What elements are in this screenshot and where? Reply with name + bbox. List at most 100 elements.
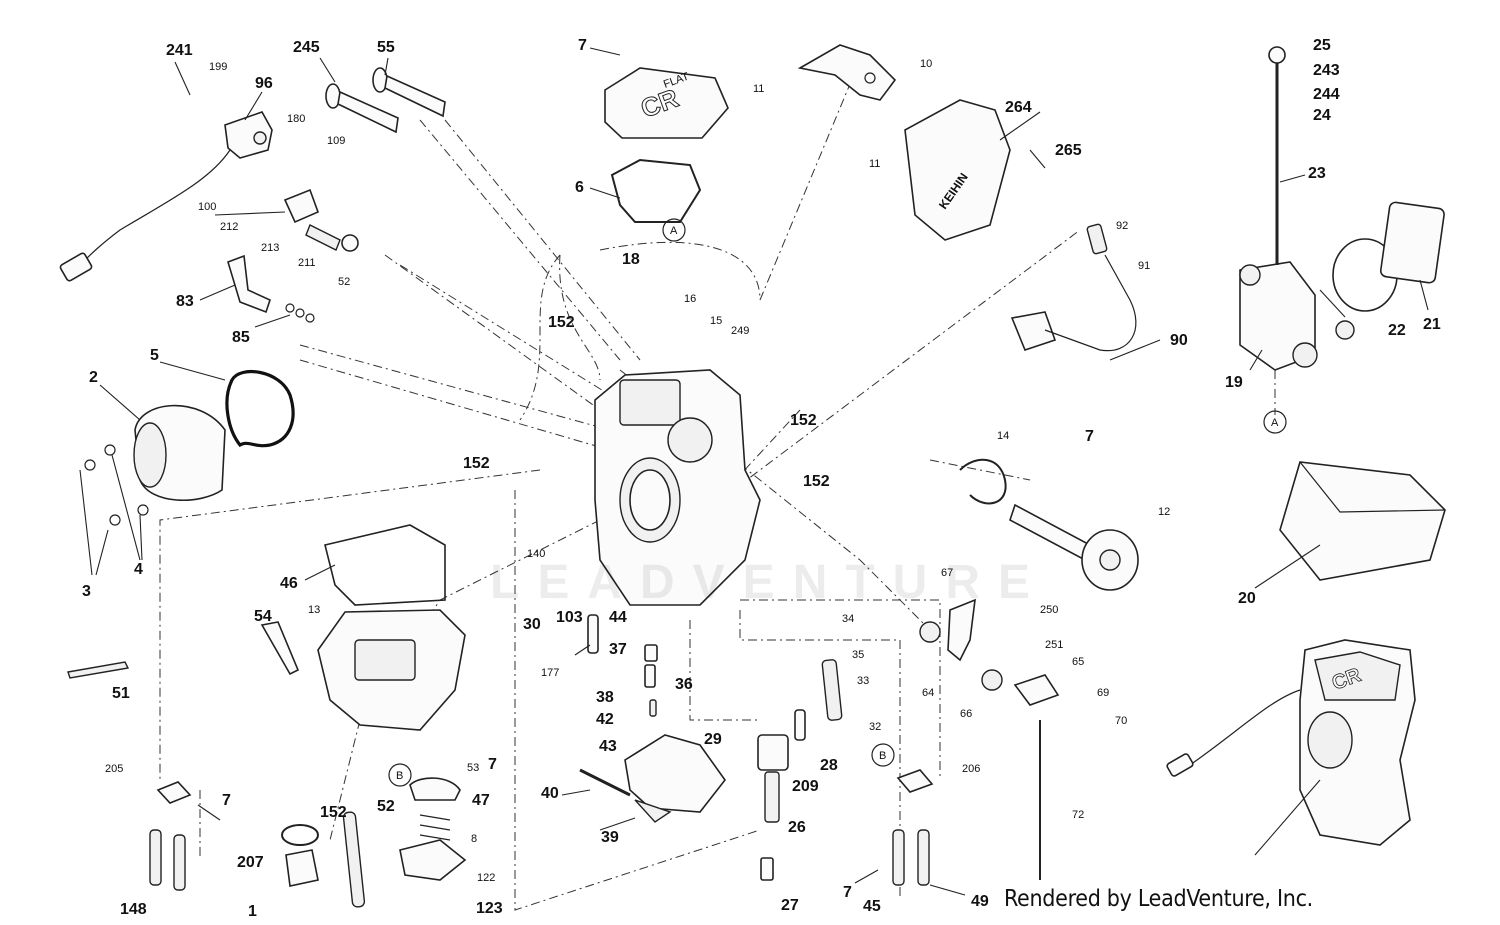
float-bowl <box>260 524 466 731</box>
callout: 1 <box>248 903 257 920</box>
callout: 243 <box>1313 62 1340 79</box>
callout: 152 <box>320 804 347 821</box>
throttle-bracket <box>797 44 897 101</box>
callout: 250 <box>1040 604 1058 616</box>
callout: 52 <box>377 798 395 815</box>
intake-o-ring <box>225 370 295 448</box>
callout: 90 <box>1170 332 1188 349</box>
callout: 100 <box>198 201 216 213</box>
callout: 23 <box>1308 165 1326 182</box>
callout: 53 <box>467 762 479 774</box>
callout: 152 <box>790 412 817 429</box>
callout: 32 <box>869 721 881 733</box>
callout: 264 <box>1005 99 1032 116</box>
callout: 29 <box>704 731 722 748</box>
callout: 34 <box>842 613 854 625</box>
callout: 12 <box>1158 506 1170 518</box>
callout: 37 <box>609 641 627 658</box>
callout: 3 <box>82 583 91 600</box>
intake-boot <box>84 404 226 526</box>
callout: 47 <box>472 792 490 809</box>
callout: 15 <box>710 315 722 327</box>
callout: 44 <box>609 609 627 626</box>
callout: 265 <box>1055 142 1082 159</box>
callout: 69 <box>1097 687 1109 699</box>
throttle-shaft-assembly <box>959 458 1139 591</box>
callout: 35 <box>852 649 864 661</box>
callout: 199 <box>209 61 227 73</box>
callout: 7 <box>222 792 231 809</box>
top-cover: FLAT CR <box>604 67 729 139</box>
callout: 245 <box>293 39 320 56</box>
callout: 28 <box>820 757 838 774</box>
callout: 213 <box>261 242 279 254</box>
callout: 20 <box>1238 590 1256 607</box>
callout: 22 <box>1388 322 1406 339</box>
watermark: LEADVENTURE <box>490 556 1049 609</box>
callout: 67 <box>941 567 953 579</box>
callout: 152 <box>548 314 575 331</box>
callout: 11 <box>753 83 764 95</box>
callout: 5 <box>150 347 159 364</box>
ref-marker-b-bowl: B <box>396 770 403 782</box>
callout: 177 <box>541 667 559 679</box>
callout: 49 <box>971 893 989 910</box>
callout: 152 <box>803 473 830 490</box>
callout: 51 <box>112 685 130 702</box>
callout: 122 <box>477 872 495 884</box>
callout: 25 <box>1313 37 1331 54</box>
hot-start-lever <box>919 598 1060 706</box>
vent-hoses <box>149 769 934 891</box>
callout: 205 <box>105 763 123 775</box>
callout: 38 <box>596 689 614 706</box>
callout: 96 <box>255 75 273 92</box>
complete-carburetor-assembly: CR <box>1166 639 1416 846</box>
float-bowl-gasket <box>324 524 446 606</box>
callout: 40 <box>541 785 559 802</box>
leader-lines <box>79 47 1429 896</box>
callout: 148 <box>120 901 147 918</box>
tool-bag <box>1279 461 1446 581</box>
callout: 7 <box>578 37 587 54</box>
callout: 152 <box>463 455 490 472</box>
callout: 11 <box>869 158 880 170</box>
callout: 72 <box>1072 809 1084 821</box>
accelerator-pump-diaphragm-assembly <box>1239 46 1445 371</box>
callout: 249 <box>731 325 749 337</box>
throttle-cover: KEIHIN <box>904 99 1011 241</box>
callout: 45 <box>863 898 881 915</box>
gasket-strip <box>67 661 130 679</box>
callout: 24 <box>1313 107 1331 124</box>
callout: 10 <box>920 58 932 70</box>
callout: 206 <box>962 763 980 775</box>
callout: 42 <box>596 711 614 728</box>
callout: 54 <box>254 608 272 625</box>
top-cover-gasket <box>610 158 702 223</box>
ref-marker-a-right: A <box>1271 417 1279 429</box>
callout: 123 <box>476 900 503 917</box>
throttle-position-sensor <box>59 111 273 282</box>
callout: 109 <box>327 135 345 147</box>
callout: 2 <box>89 369 98 386</box>
idle-adjuster-cable <box>1010 223 1137 352</box>
callout: 16 <box>684 293 696 305</box>
callout-labels-repeats: 7 7 7 7 7 152 152 152 152 11 52 206 148 <box>222 158 1094 901</box>
callout: 30 <box>523 616 541 633</box>
callout: 21 <box>1423 316 1441 333</box>
callout-labels: 241 199 96 245 55 180 109 100 212 213 21… <box>82 37 1441 920</box>
callout: 52 <box>338 276 350 288</box>
callout: 26 <box>788 819 806 836</box>
callout: 140 <box>527 548 545 560</box>
callout: 13 <box>308 604 320 616</box>
ref-marker-a-top: A <box>670 225 678 237</box>
callout: 212 <box>220 221 238 233</box>
callout: 244 <box>1313 86 1340 103</box>
accelerator-pump-cover <box>283 188 359 252</box>
callout: 39 <box>601 829 619 846</box>
callout: 36 <box>675 676 693 693</box>
callout: 7 <box>843 884 852 901</box>
float-bowl-hardware <box>281 777 467 908</box>
callout: 43 <box>599 738 617 755</box>
callout: 83 <box>176 293 194 310</box>
